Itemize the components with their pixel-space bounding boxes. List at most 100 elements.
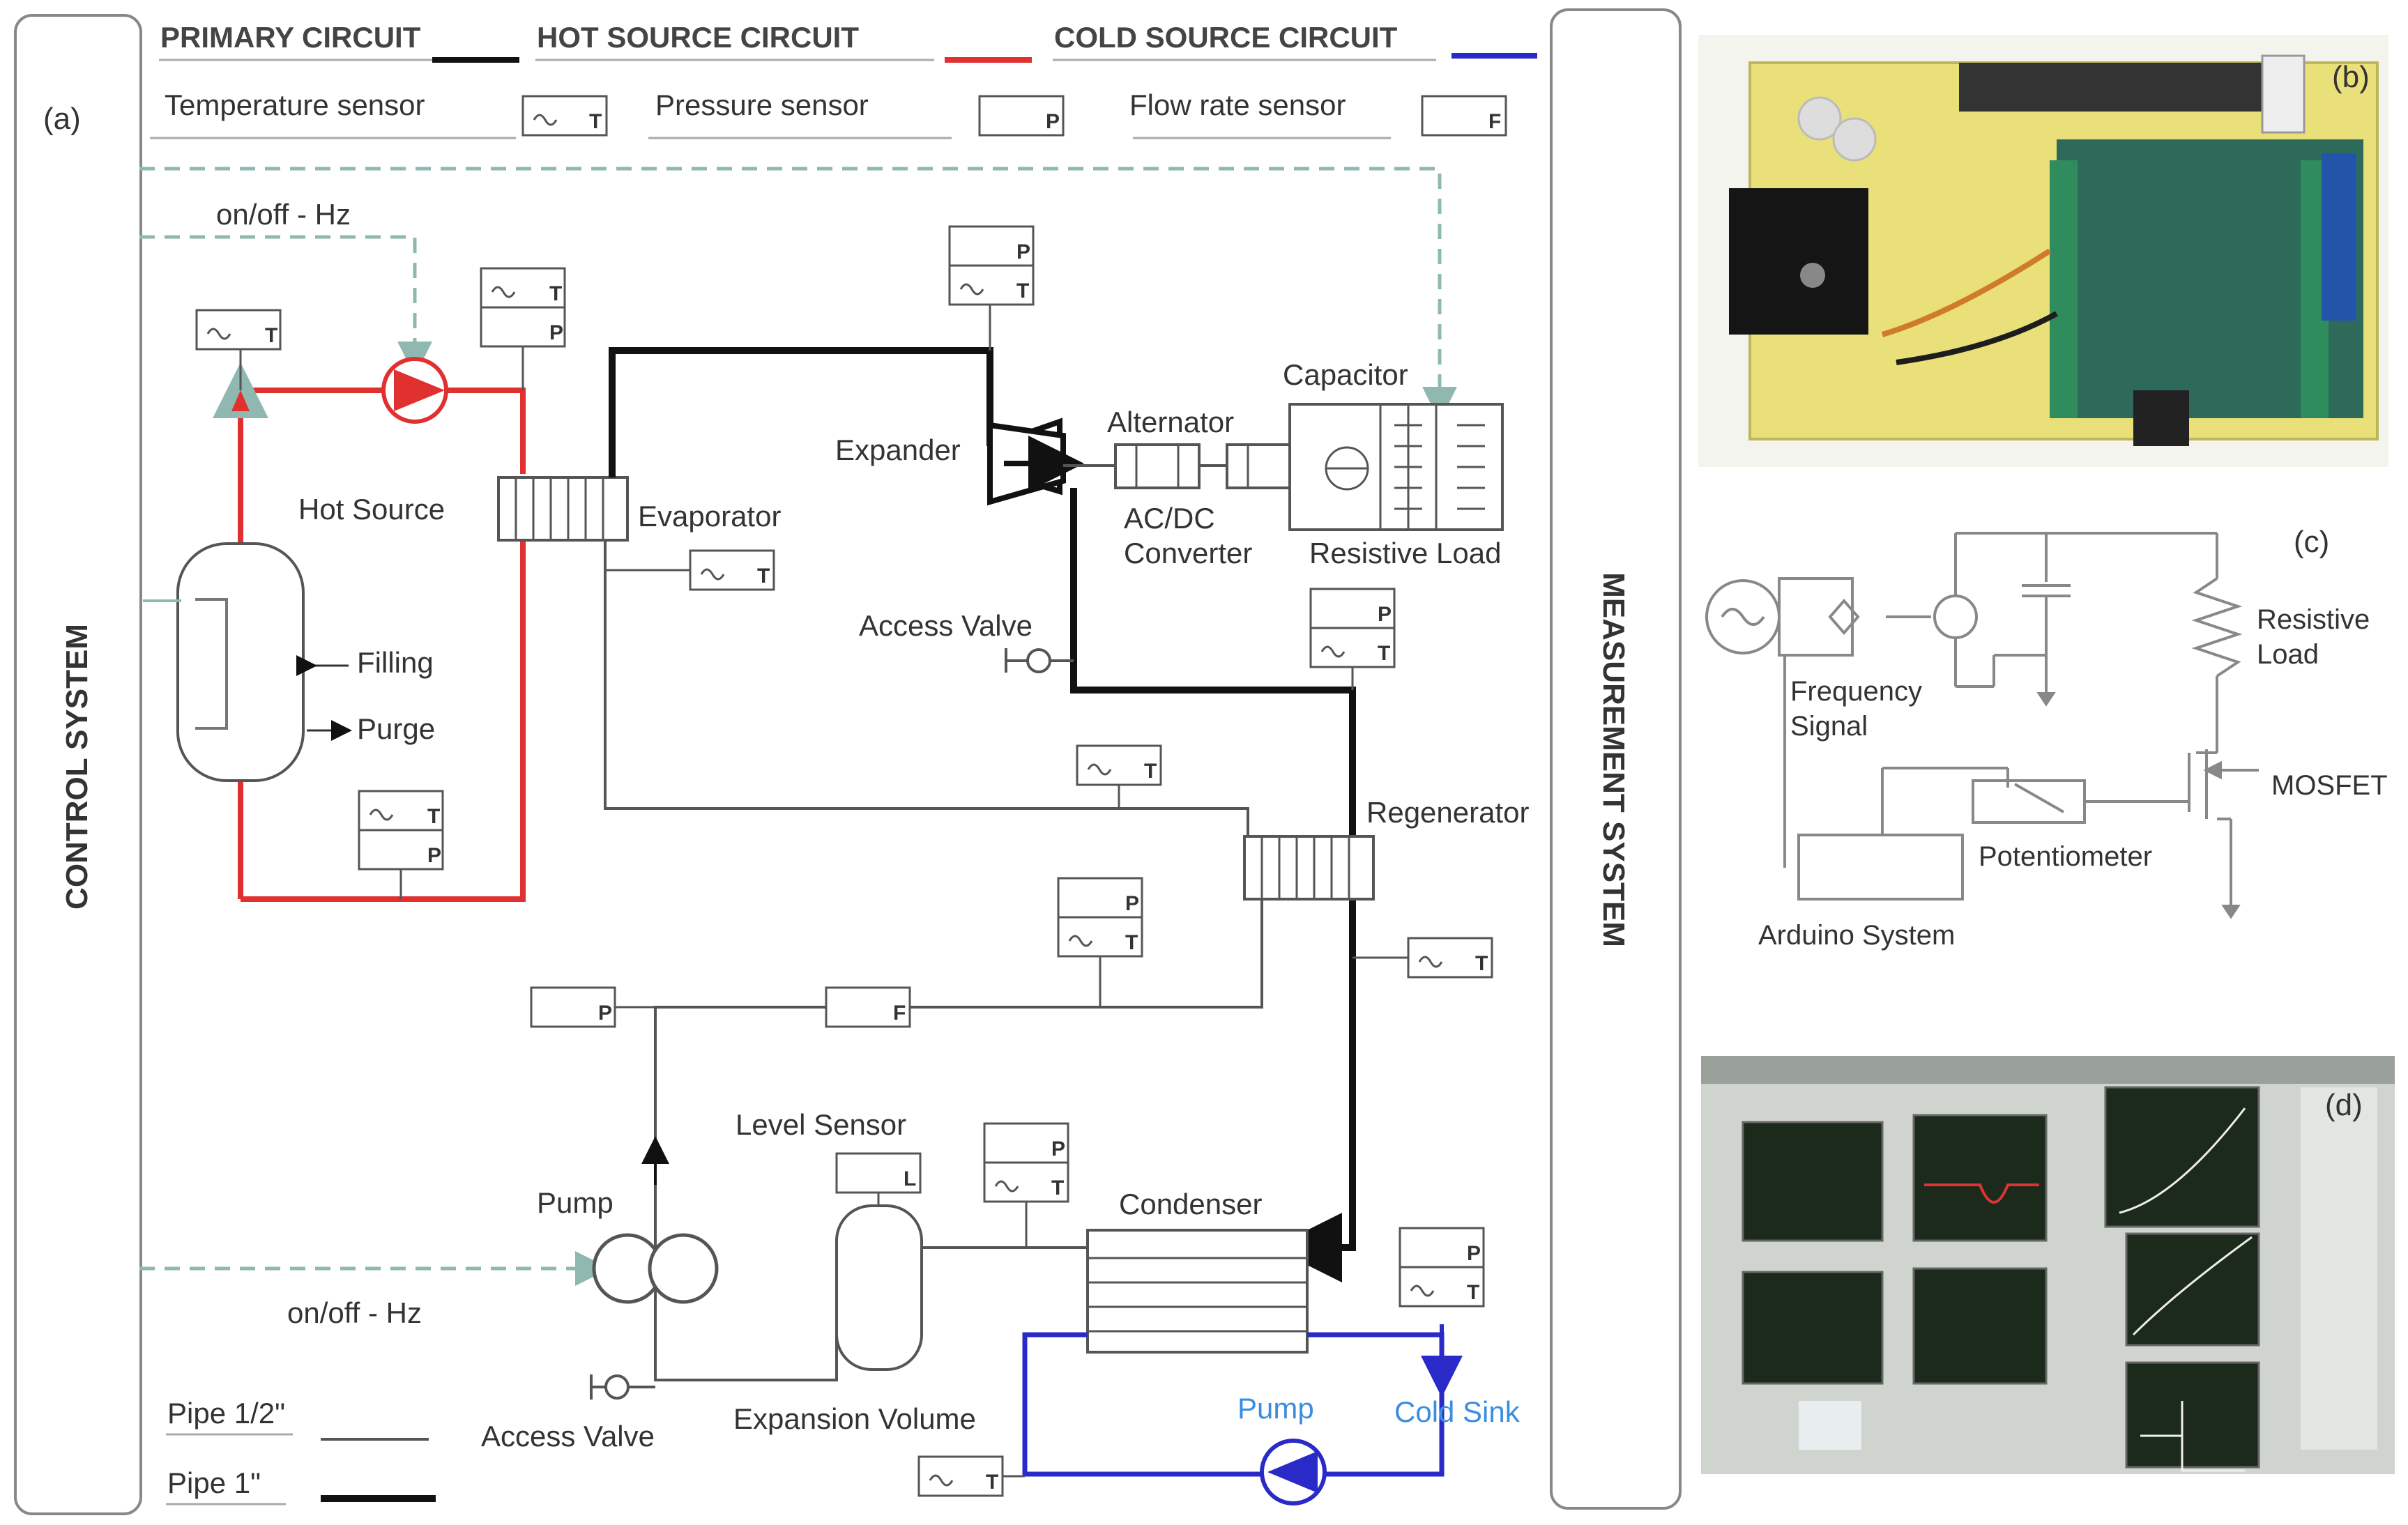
control-system-label: CONTROL SYSTEM <box>60 624 94 910</box>
control-signal-hot-pump <box>139 235 432 376</box>
hot-sensor-stack-bottom: T P <box>358 790 444 871</box>
cold-pump-label: Pump <box>1237 1392 1314 1425</box>
svg-text:F: F <box>1488 110 1501 133</box>
legend-flow-label: Flow rate sensor <box>1129 89 1346 121</box>
svg-text:T: T <box>1378 642 1390 665</box>
svg-text:T: T <box>986 1471 998 1494</box>
labview-screen-photo <box>1701 1056 2395 1474</box>
pipe-one-label: Pipe 1" <box>167 1466 261 1499</box>
condenser <box>1086 1229 1309 1354</box>
mosfet-label: MOSFET <box>2271 770 2388 801</box>
svg-text:T: T <box>757 565 770 588</box>
frequency-signal-label-1: Frequency <box>1790 676 1922 707</box>
legend-pressure-sensor: P <box>978 95 1065 137</box>
main-pump <box>592 1233 719 1304</box>
svg-text:T: T <box>1467 1281 1479 1304</box>
svg-text:P: P <box>1051 1137 1065 1160</box>
hot-source-pump <box>381 357 448 424</box>
access-valve-top-label: Access Valve <box>859 609 1032 642</box>
primary-pipe-regen-to-condenser <box>1272 899 1356 1282</box>
svg-text:P: P <box>598 1002 612 1025</box>
svg-text:T: T <box>265 324 277 347</box>
potentiometer-label: Potentiometer <box>1979 841 2152 872</box>
resistive-load-c-label-1: Resistive <box>2257 604 2370 635</box>
primary-pipe-evap-outlet <box>604 540 1249 836</box>
expansion-volume-label: Expansion Volume <box>733 1402 976 1435</box>
svg-text:F: F <box>893 1002 906 1025</box>
main-pump-label: Pump <box>537 1186 614 1219</box>
svg-text:T: T <box>1125 931 1138 954</box>
arduino-board-photo <box>1698 35 2388 467</box>
expander <box>987 417 1084 506</box>
panel-a-label: (a) <box>43 102 81 136</box>
alternator-label: Alternator <box>1107 406 1234 438</box>
measurement-system-frame <box>1550 8 1682 1510</box>
condenser-label: Condenser <box>1119 1188 1262 1220</box>
onoff-bottom-label: on/off - Hz <box>287 1296 422 1329</box>
legend-temperature-label: Temperature sensor <box>165 89 425 121</box>
access-valve-top <box>1005 648 1074 673</box>
regenerator-label: Regenerator <box>1366 796 1529 829</box>
cold-sink-label: Cold Sink <box>1394 1395 1521 1428</box>
legend-primary-label: PRIMARY CIRCUIT <box>160 21 421 54</box>
expander-outlet-sensor-stack: P T <box>1309 588 1396 668</box>
panel-c-label: (c) <box>2294 525 2329 559</box>
condenser-sensor-stack: P T <box>983 1122 1069 1203</box>
expansion-volume-tank <box>835 1204 923 1371</box>
control-signal-top-loop <box>139 167 1457 422</box>
panel-b-label: (b) <box>2332 60 2370 94</box>
capacitor-resistive-load-block <box>1288 403 1504 531</box>
arduino-system-label: Arduino System <box>1758 920 1955 951</box>
level-sensor: L <box>835 1152 922 1194</box>
pump-outlet-pressure-sensor: P <box>530 986 616 1028</box>
svg-text:T: T <box>589 110 602 133</box>
alternator <box>1114 443 1312 489</box>
svg-text:P: P <box>1046 110 1060 133</box>
measurement-system-label: MEASUREMENT SYSTEM <box>1597 572 1631 947</box>
cold-circuit-pipe <box>1022 1332 1445 1477</box>
hot-temperature-sensor-left: T <box>195 309 282 351</box>
svg-text:P: P <box>1125 892 1139 915</box>
svg-text:P: P <box>1016 240 1030 263</box>
legend-temperature-sensor: T <box>521 95 608 137</box>
level-sensor-label: Level Sensor <box>736 1108 906 1141</box>
regen-inlet-temperature-sensor: T <box>1076 744 1162 786</box>
svg-text:P: P <box>1378 603 1392 626</box>
svg-text:P: P <box>549 321 563 344</box>
legend-hot-label: HOT SOURCE CIRCUIT <box>537 21 859 54</box>
acdc-label-2: Converter <box>1124 537 1252 569</box>
svg-text:T: T <box>427 805 440 828</box>
acdc-label-1: AC/DC <box>1124 502 1215 535</box>
svg-text:T: T <box>1144 760 1157 783</box>
frequency-signal-label-2: Signal <box>1790 711 1868 742</box>
svg-text:T: T <box>549 282 562 305</box>
evaporator-label: Evaporator <box>638 500 781 532</box>
capacitor-label: Capacitor <box>1283 358 1408 391</box>
evaporator-temperature-sensor: T <box>689 549 775 591</box>
hot-source-tank <box>143 542 305 782</box>
legend-flow-sensor: F <box>1421 95 1507 137</box>
hot-source-label: Hot Source <box>298 493 445 526</box>
svg-text:P: P <box>427 844 441 867</box>
hot-sensor-stack-right: T P <box>480 267 566 348</box>
pipe-half-label: Pipe 1/2" <box>167 1397 285 1430</box>
access-valve-bottom-label: Access Valve <box>481 1420 655 1453</box>
evaporator <box>497 476 629 542</box>
panel-d-label: (d) <box>2325 1088 2363 1122</box>
primary-pipe-evap-to-expander <box>609 347 993 477</box>
expander-label: Expander <box>835 434 961 466</box>
control-circuit-schematic <box>1705 532 2259 919</box>
cold-source-pump <box>1260 1439 1327 1505</box>
legend-pressure-label: Pressure sensor <box>655 89 869 121</box>
condenser-inlet-temperature-sensor: T <box>1407 937 1493 979</box>
expander-sensor-stack: P T <box>948 225 1035 306</box>
cold-sink-sensor-stack: P T <box>1399 1227 1485 1308</box>
onoff-top-label: on/off - Hz <box>216 198 351 231</box>
resistive-load-c-label-2: Load <box>2257 639 2319 670</box>
flow-rate-sensor: F <box>825 986 911 1028</box>
regenerator <box>1243 835 1375 901</box>
control-system-frame <box>14 14 142 1515</box>
svg-text:T: T <box>1051 1177 1064 1200</box>
purge-label: Purge <box>357 712 435 745</box>
